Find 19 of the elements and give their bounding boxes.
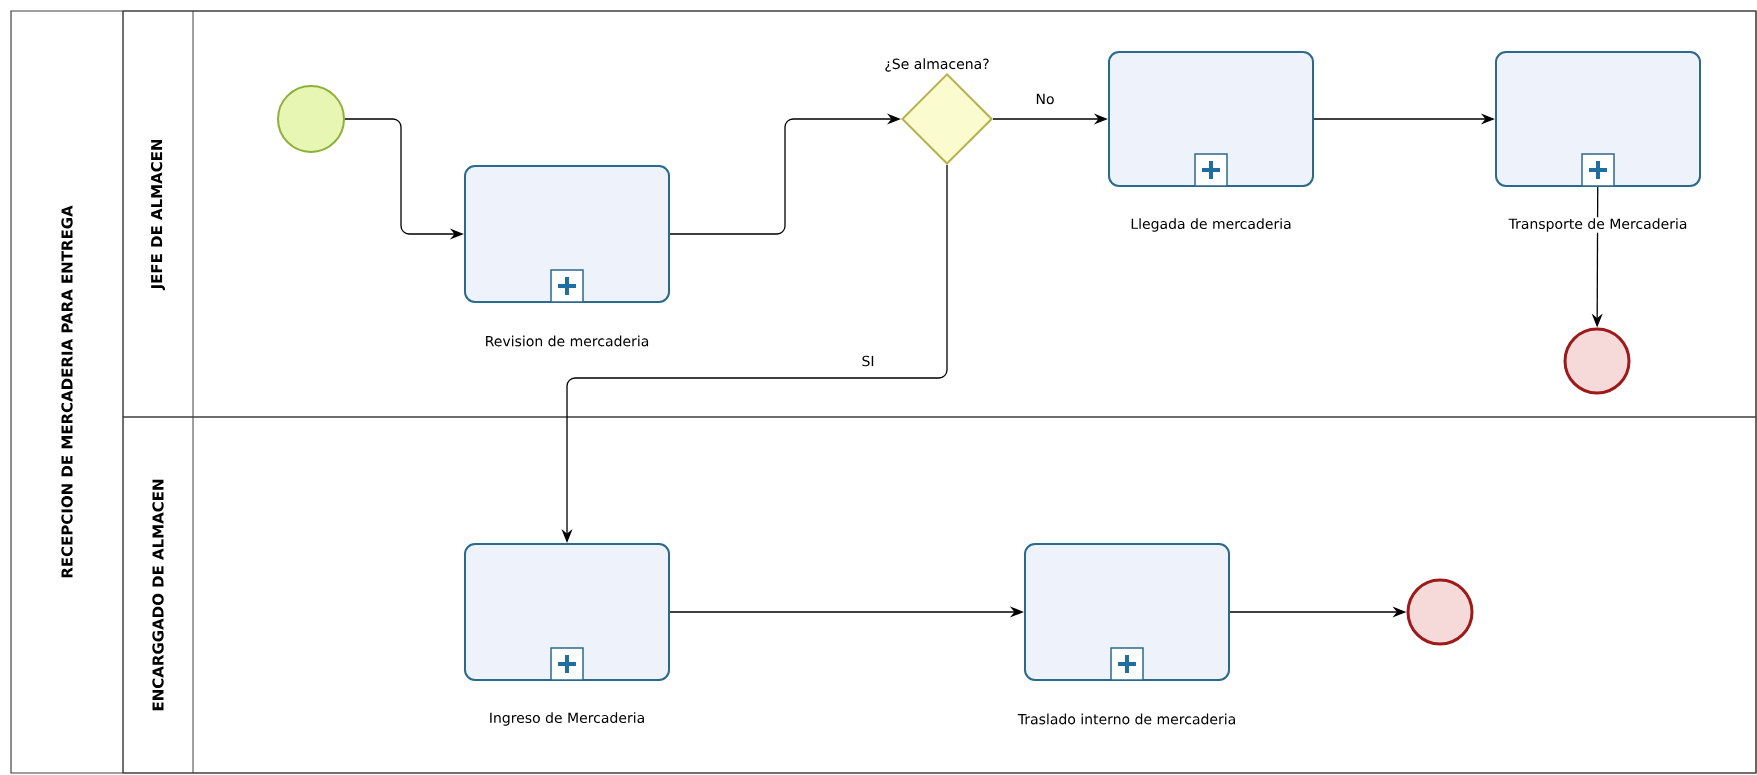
task-label: Transporte de Mercaderia — [1507, 217, 1689, 233]
subprocess-box — [464, 165, 670, 303]
lane-title: JEFE DE ALMACEN — [150, 139, 166, 291]
task-label: Ingreso de Mercaderia — [487, 711, 647, 727]
lane-title: ENCARGGADO DE ALMACEN — [152, 479, 164, 711]
start-event-circle — [277, 85, 345, 153]
subprocess-box — [1495, 51, 1701, 187]
edge-label: No — [1033, 91, 1057, 107]
end-event-circle — [1406, 578, 1474, 646]
task-label: Llegada de mercaderia — [1129, 217, 1293, 233]
task-label: Revision de mercaderia — [483, 334, 651, 348]
decision-label: ¿Se almacena? — [885, 58, 989, 72]
subprocess-box — [1024, 543, 1230, 681]
edge-label: SI — [859, 353, 877, 369]
task-label: Traslado interno de mercaderia — [1016, 712, 1238, 726]
subprocess-box — [1108, 51, 1314, 187]
end-event-circle — [1563, 327, 1631, 395]
subprocess-box — [464, 543, 670, 681]
pool-title: RECEPCION DE MERCADERIA PARA ENTREGA — [61, 205, 73, 578]
